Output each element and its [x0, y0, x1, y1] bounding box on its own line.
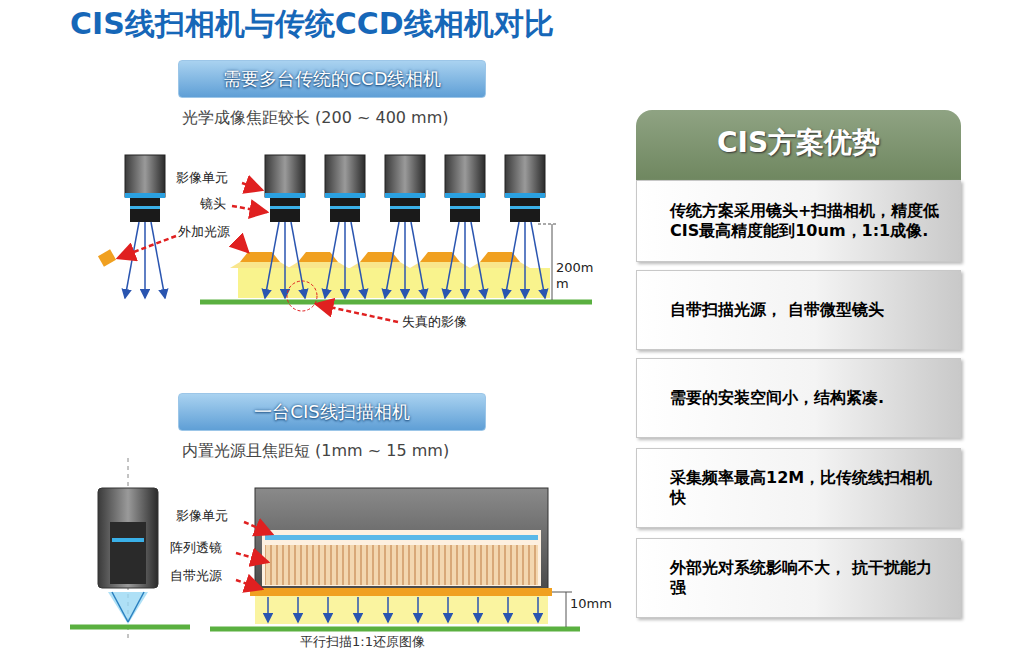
- advantage-box: 传统方案采用镜头+扫描相机，精度低CIS最高精度能到10um，1:1成像.: [636, 180, 961, 262]
- scan-arrow: [537, 597, 539, 622]
- label: 镜头: [200, 196, 226, 212]
- label: 光学成像焦距较长 (200 ~ 400 mm): [182, 108, 448, 127]
- scan-arrow: [297, 597, 299, 622]
- advantage-box: 需要的安装空间小，结构紧凑.: [636, 358, 961, 438]
- advantage-box: 外部光对系统影响不大， 抗干扰能力强: [636, 538, 961, 618]
- advantage-box: 自带扫描光源， 自带微型镜头: [636, 270, 961, 350]
- scan-arrow: [357, 597, 359, 622]
- scan-arrow: [327, 597, 329, 622]
- title-banner: 需要多台传统的CCD线相机: [178, 60, 486, 98]
- label: 自带光源: [170, 568, 222, 584]
- label: 失真的影像: [402, 314, 467, 330]
- box-text: 需要的安装空间小，结构紧凑.: [670, 388, 946, 408]
- label: 200m m: [556, 260, 590, 291]
- box-text: 采集频率最高12M，比传统线扫相机快: [670, 468, 946, 508]
- box-text: 自带扫描光源， 自带微型镜头: [670, 300, 946, 320]
- scan-arrow: [507, 597, 509, 622]
- label: 阵列透镜: [170, 540, 222, 556]
- box-text: 传统方案采用镜头+扫描相机，精度低: [670, 201, 946, 221]
- box-text: CIS方案优势: [644, 124, 953, 162]
- box-text: 一台CIS线扫描相机: [187, 400, 477, 424]
- title: CIS线扫相机与传统CCD线相机对比: [70, 6, 554, 42]
- panel-header: CIS方案优势: [636, 110, 961, 180]
- label: 外加光源: [178, 224, 230, 240]
- label: 平行扫描1:1还原图像: [300, 634, 425, 650]
- scan-arrow: [447, 597, 449, 622]
- label: 影像单元: [176, 170, 228, 186]
- title-banner: 一台CIS线扫描相机: [178, 393, 486, 431]
- label: 影像单元: [176, 508, 228, 524]
- box-text: CIS最高精度能到10um，1:1成像.: [670, 221, 946, 241]
- scan-arrow: [417, 597, 419, 622]
- box-text: 需要多台传统的CCD线相机: [187, 67, 477, 91]
- box-text: 外部光对系统影响不大， 抗干扰能力强: [670, 558, 946, 598]
- scan-arrow: [267, 597, 269, 622]
- scan-arrow: [477, 597, 479, 622]
- scan-arrow: [387, 597, 389, 622]
- label: 10mm: [570, 596, 612, 612]
- advantage-box: 采集频率最高12M，比传统线扫相机快: [636, 448, 961, 528]
- label: 内置光源且焦距短 (1mm ~ 15 mm): [182, 441, 449, 460]
